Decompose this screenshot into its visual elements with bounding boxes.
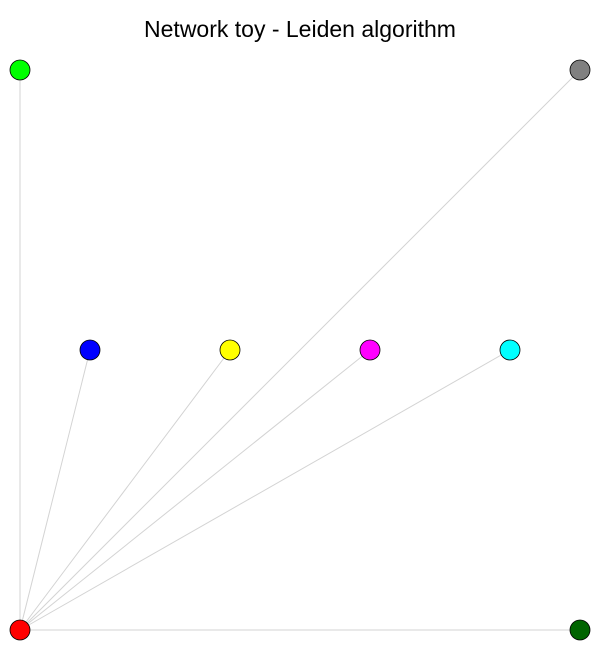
node-red[interactable] [9,619,31,641]
node-lime[interactable] [9,59,31,81]
nodes-layer [9,59,591,641]
node-gray[interactable] [569,59,591,81]
node-darkgreen[interactable] [569,619,591,641]
edge-n_red-n_gray [19,69,581,631]
edge-n_red-n_blue [19,349,91,631]
edge-n_red-n_yellow [19,349,231,631]
node-blue[interactable] [79,339,101,361]
chart-title: Network toy - Leiden algorithm [144,16,456,42]
node-cyan[interactable] [499,339,521,361]
node-yellow[interactable] [219,339,241,361]
edge-n_red-n_cyan [19,349,511,631]
edges-layer [19,69,581,631]
node-magenta[interactable] [359,339,381,361]
edge-n_red-n_magenta [19,349,371,631]
